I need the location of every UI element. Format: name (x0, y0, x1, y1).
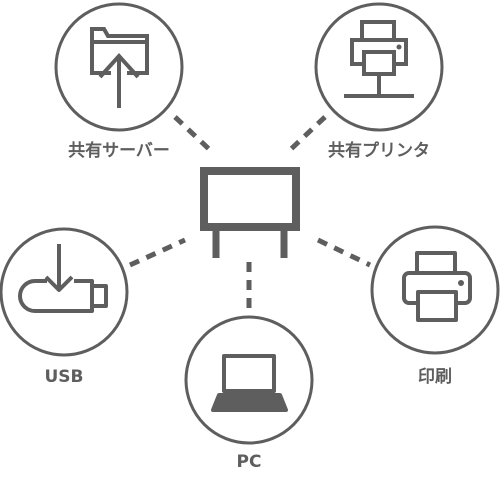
connector-shared-printer (288, 115, 327, 152)
usb-label: USB (44, 367, 84, 387)
printer-power-indicator (458, 280, 464, 286)
folder-upload-icon (90, 27, 149, 108)
usb-circle (0, 227, 129, 357)
printer-icon (402, 251, 472, 322)
node-usb (0, 227, 129, 357)
laptop-icon (211, 354, 288, 412)
node-pc (184, 315, 314, 445)
network-printer-icon (344, 20, 414, 98)
node-print (370, 225, 500, 355)
shared-server-label: 共有サーバー (68, 141, 170, 161)
connectors (128, 115, 372, 318)
usb-download-icon (18, 244, 108, 313)
display-monitor-icon (200, 167, 300, 258)
print-label: 印刷 (418, 367, 452, 387)
connector-shared-server (173, 115, 212, 152)
pc-label: PC (236, 452, 262, 472)
printer-indicator (396, 44, 402, 50)
node-shared-server (54, 2, 184, 132)
shared-printer-label: 共有プリンタ (328, 141, 430, 161)
connector-usb (128, 237, 187, 268)
node-shared-printer (314, 2, 444, 132)
connector-print (316, 237, 372, 268)
pc-circle (184, 315, 314, 445)
